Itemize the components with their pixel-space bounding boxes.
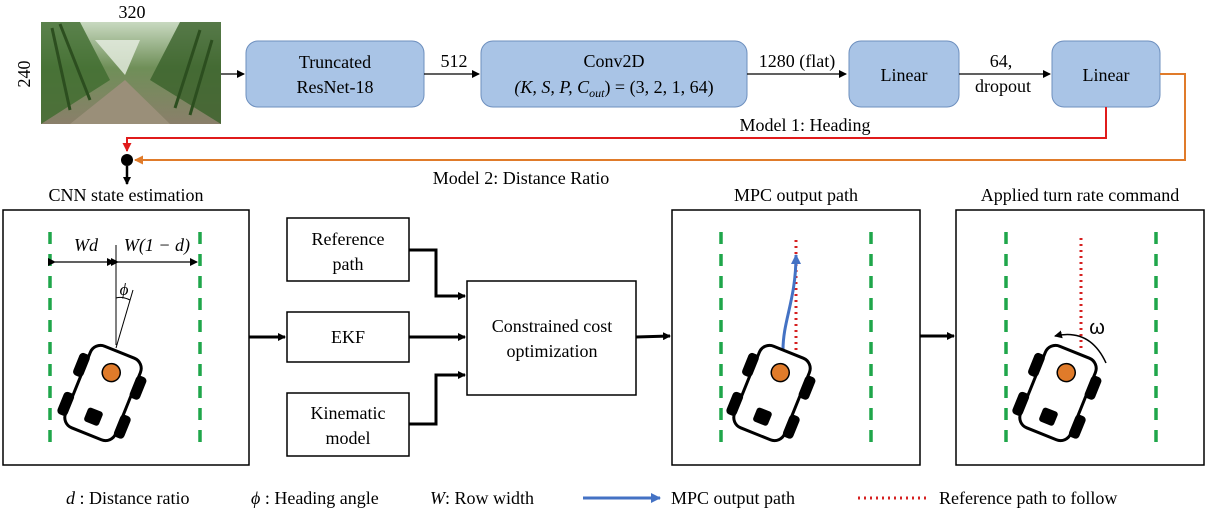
edge-64-label-line1: 64, bbox=[990, 51, 1013, 71]
optimizer-label-line2: optimization bbox=[507, 341, 598, 361]
reference-path-label-line1: Reference bbox=[312, 229, 385, 249]
optimizer-box bbox=[466, 280, 637, 396]
turn-panel-title: Applied turn rate command bbox=[981, 185, 1179, 205]
turn-rate-arc-arrow bbox=[1054, 330, 1107, 364]
edge-64-label-line2: dropout bbox=[975, 76, 1031, 96]
image-height-label: 240 bbox=[14, 61, 34, 88]
kinematic-label-line1: Kinematic bbox=[311, 403, 386, 423]
legend-row-width: W: Row width bbox=[430, 488, 534, 508]
legend-heading-angle: ϕ : Heading angle bbox=[251, 488, 379, 508]
w1d-label: W(1 − d) bbox=[124, 235, 190, 256]
optimizer-label-line1: Constrained cost bbox=[492, 316, 612, 336]
omega-label: ω bbox=[1089, 317, 1105, 339]
model2-label: Model 2: Distance Ratio bbox=[433, 168, 609, 188]
kinematic-label-line2: model bbox=[326, 428, 371, 448]
resnet-label-line2: ResNet-18 bbox=[297, 77, 374, 97]
conv2d-title: Conv2D bbox=[583, 51, 644, 71]
kinematic-model-box bbox=[286, 392, 410, 457]
legend-mpc-path-label: MPC output path bbox=[671, 488, 795, 508]
conv2d-params: (K, S, P, Cout) = (3, 2, 1, 64) bbox=[514, 77, 713, 100]
mpc-robot-icon bbox=[726, 343, 816, 443]
arrow-optimizer-to-mpc bbox=[635, 332, 671, 341]
ekf-label: EKF bbox=[331, 327, 365, 347]
edge-1280-label: 1280 (flat) bbox=[759, 51, 835, 72]
image-width-label: 320 bbox=[119, 2, 146, 22]
legend-distance-ratio: d : Distance ratio bbox=[66, 488, 189, 508]
linear2-label: Linear bbox=[1083, 65, 1130, 85]
linear1-label: Linear bbox=[881, 65, 928, 85]
arrow-reference-to-optimizer bbox=[409, 248, 466, 300]
cnn-panel-title: CNN state estimation bbox=[49, 185, 204, 205]
mpc-panel-title: MPC output path bbox=[734, 185, 858, 205]
phi-label: ϕ bbox=[120, 280, 129, 299]
edge-512-label: 512 bbox=[441, 51, 468, 71]
resnet-block bbox=[245, 40, 425, 108]
model1-label: Model 1: Heading bbox=[740, 115, 871, 135]
resnet-label-line1: Truncated bbox=[299, 52, 371, 72]
input-image bbox=[41, 22, 221, 124]
turn-robot-icon bbox=[1012, 343, 1102, 443]
arrow-kinematic-to-optimizer bbox=[409, 371, 466, 426]
heading-angle-arc bbox=[115, 296, 131, 301]
wd-label: Wd bbox=[74, 235, 99, 255]
merge-junction-dot bbox=[121, 154, 133, 166]
reference-path-box bbox=[286, 217, 410, 282]
legend-reference-path-label: Reference path to follow bbox=[939, 488, 1117, 508]
reference-path-label-line2: path bbox=[333, 254, 364, 274]
robot-icon bbox=[57, 343, 147, 443]
model1-heading-line bbox=[122, 107, 1107, 152]
mpc-output-path bbox=[781, 254, 801, 351]
model2-distance-line bbox=[134, 73, 1186, 165]
ekf-box bbox=[286, 311, 410, 363]
